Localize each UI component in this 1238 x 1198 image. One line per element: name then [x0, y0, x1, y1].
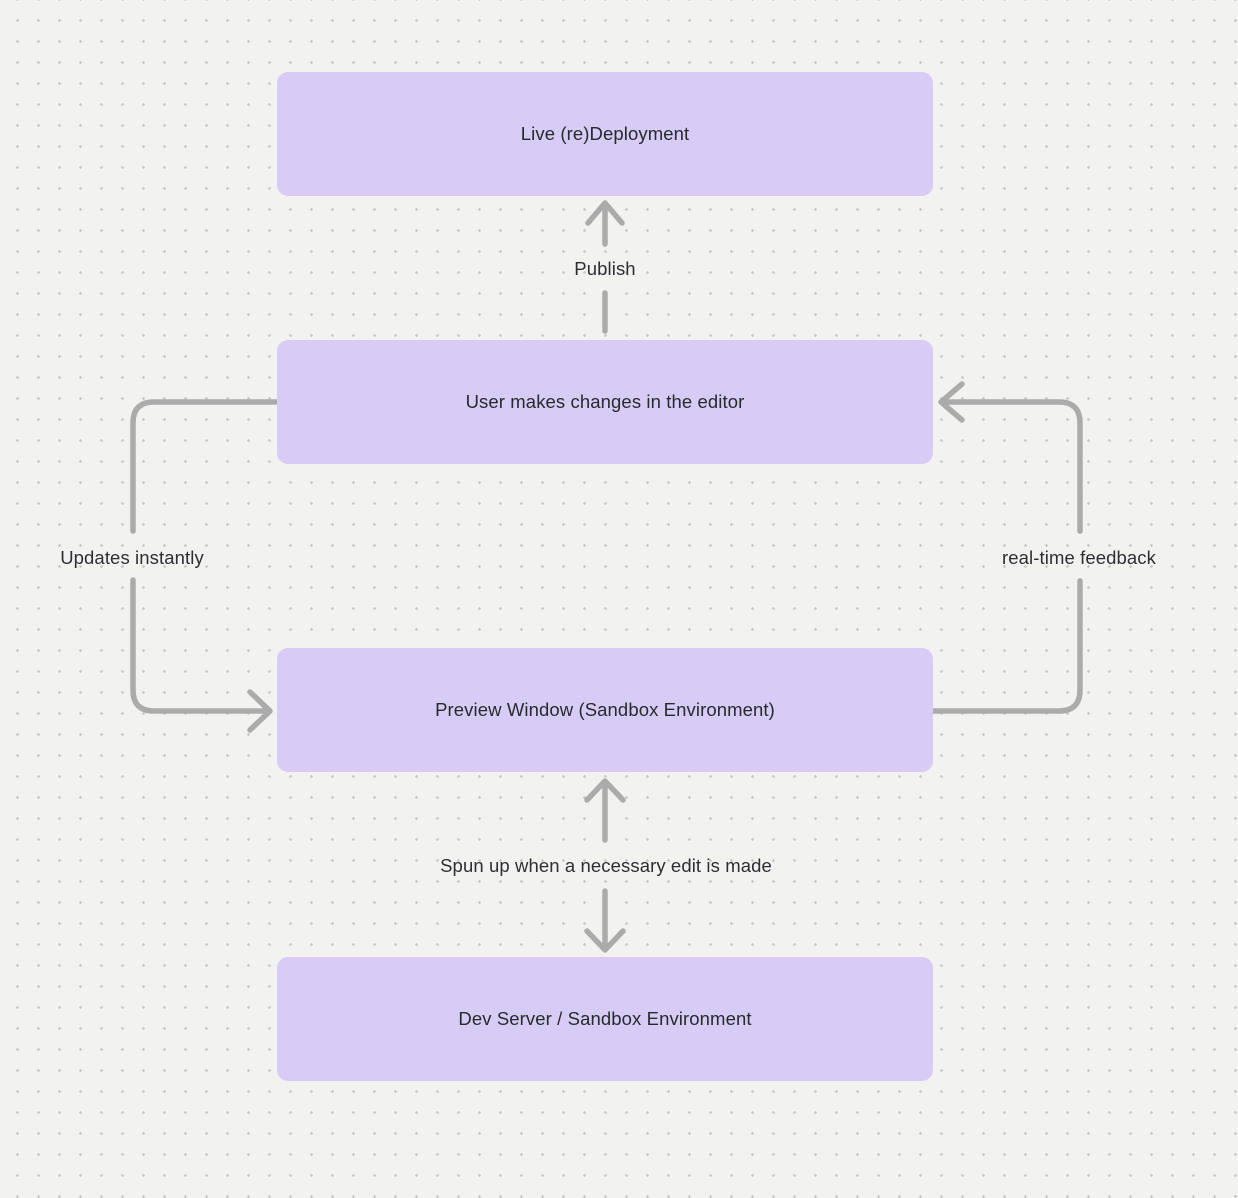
- edge-updates-lower: [130, 577, 267, 714]
- node-label: User makes changes in the editor: [465, 391, 745, 412]
- arrowhead-right-icon: [247, 689, 273, 733]
- edge-publish: [585, 200, 625, 334]
- arrowhead-up-icon: [585, 200, 625, 226]
- arrowhead-up-icon: [584, 778, 626, 803]
- edge-realtime-feedback: [930, 381, 1083, 714]
- node-editor: User makes changes in the editor: [277, 340, 933, 464]
- node-label: Live (re)Deployment: [520, 123, 690, 144]
- edge-spun-up: [584, 778, 626, 953]
- arrowhead-down-icon: [584, 928, 626, 953]
- node-live-deployment: Live (re)Deployment: [277, 72, 933, 196]
- edge-updates-instantly: [130, 399, 280, 733]
- edge-feedback-lower: [930, 578, 1083, 714]
- node-label: Preview Window (Sandbox Environment): [435, 699, 775, 720]
- edge-updates-upper: [130, 399, 280, 534]
- edge-feedback-upper: [944, 399, 1083, 534]
- node-preview-window: Preview Window (Sandbox Environment): [277, 648, 933, 772]
- arrowhead-left-icon: [938, 381, 965, 423]
- edge-label-publish: Publish: [574, 258, 636, 279]
- edge-label-realtime-feedback: real-time feedback: [1002, 547, 1156, 568]
- node-label: Dev Server / Sandbox Environment: [458, 1008, 752, 1029]
- edge-label-spun-up: Spun up when a necessary edit is made: [440, 855, 772, 876]
- node-dev-server: Dev Server / Sandbox Environment: [277, 957, 933, 1081]
- edge-label-updates-instantly: Updates instantly: [60, 547, 204, 568]
